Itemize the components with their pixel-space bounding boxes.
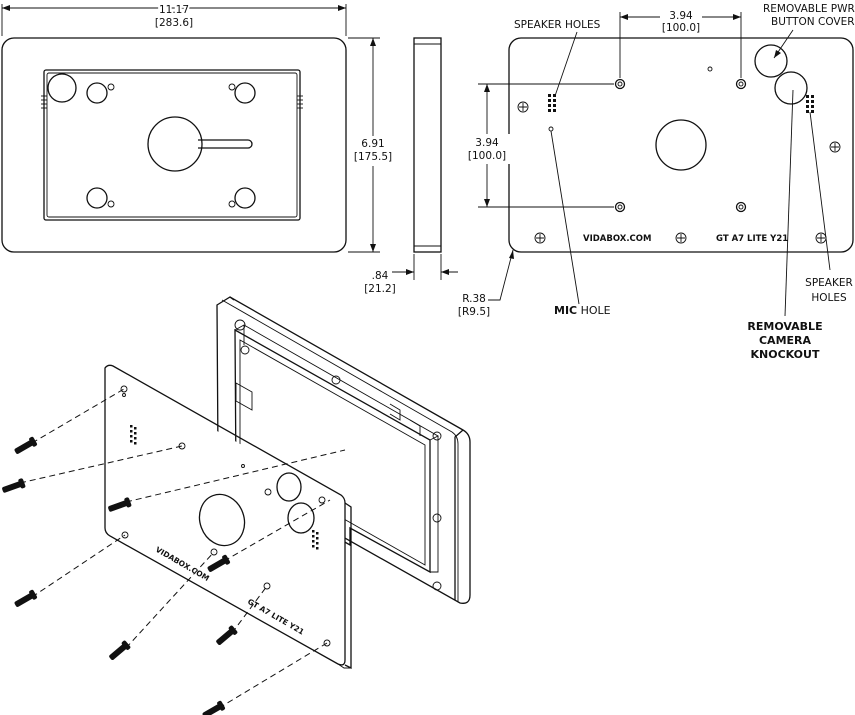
pwr-cover-callout: REMOVABLE PWR BUTTON COVER bbox=[763, 3, 855, 59]
height-in-label: 6.91 bbox=[361, 138, 384, 150]
hole-h-dimension: 3.94 [100.0] bbox=[619, 8, 742, 78]
hole-v-dimension: 3.94 [100.0] bbox=[464, 83, 614, 208]
height-mm-label: [175.5] bbox=[354, 151, 392, 163]
depth-in-label: .84 bbox=[372, 270, 389, 282]
camera-knockout-callout: REMOVABLE CAMERA KNOCKOUT bbox=[747, 89, 823, 361]
width-mm-label: [283.6] bbox=[155, 17, 193, 29]
back-view: VIDABOX.COM GT A7 LITE Y21 bbox=[508, 37, 854, 253]
speaker-holes-top-label: SPEAKER HOLES bbox=[514, 19, 601, 31]
hole-v-in-label: 3.94 bbox=[475, 137, 499, 149]
screw-1 bbox=[14, 436, 38, 454]
width-dimension: 11.17 [283.6] bbox=[1, 2, 347, 36]
radius-callout: R.38 [R9.5] bbox=[458, 249, 514, 318]
screw-7 bbox=[216, 625, 238, 645]
mic-hole-label: MIC HOLE bbox=[554, 304, 611, 317]
screw-6 bbox=[109, 640, 131, 660]
screw-2 bbox=[2, 478, 26, 493]
speaker-right-label-2: HOLES bbox=[811, 292, 847, 304]
screws bbox=[2, 436, 238, 715]
pwr-cover-label-1: REMOVABLE PWR bbox=[763, 3, 855, 15]
hole-h-in-label: 3.94 bbox=[669, 10, 693, 22]
pwr-cover-label-2: BUTTON COVER bbox=[771, 16, 855, 28]
width-in-label: 11.17 bbox=[159, 4, 189, 16]
back-brand-text: VIDABOX.COM bbox=[583, 234, 651, 244]
depth-mm-label: [21.2] bbox=[364, 283, 396, 295]
back-model-text: GT A7 LITE Y21 bbox=[716, 234, 788, 244]
screw-5 bbox=[207, 554, 231, 572]
camera-label-1: REMOVABLE bbox=[747, 320, 822, 333]
mic-bold-text: MIC bbox=[554, 304, 577, 317]
speaker-right-label-1: SPEAKER bbox=[805, 277, 853, 289]
screw-4 bbox=[14, 589, 38, 607]
hole-v-mm-label: [100.0] bbox=[468, 150, 506, 162]
screw-3 bbox=[108, 497, 132, 512]
speaker-holes-top-callout: SPEAKER HOLES bbox=[514, 19, 601, 97]
radius-mm-label: [R9.5] bbox=[458, 306, 490, 318]
camera-label-2: CAMERA bbox=[759, 334, 812, 347]
front-view bbox=[1, 37, 347, 253]
camera-label-3: KNOCKOUT bbox=[751, 348, 820, 361]
back-plate-3d: VIDABOX.COM GT A7 LITE Y21 bbox=[104, 364, 352, 670]
assembly-lines bbox=[19, 388, 346, 709]
hole-h-mm-label: [100.0] bbox=[662, 22, 700, 34]
height-dimension: 6.91 [175.5] bbox=[348, 37, 395, 253]
radius-in-label: R.38 bbox=[462, 293, 486, 305]
side-view: .84 [21.2] bbox=[364, 37, 458, 295]
mic-hole-callout: MIC HOLE bbox=[550, 130, 611, 317]
screw-8 bbox=[202, 700, 226, 715]
mic-rest-text: HOLE bbox=[577, 304, 611, 317]
speaker-holes-right-callout: SPEAKER HOLES bbox=[805, 111, 853, 304]
